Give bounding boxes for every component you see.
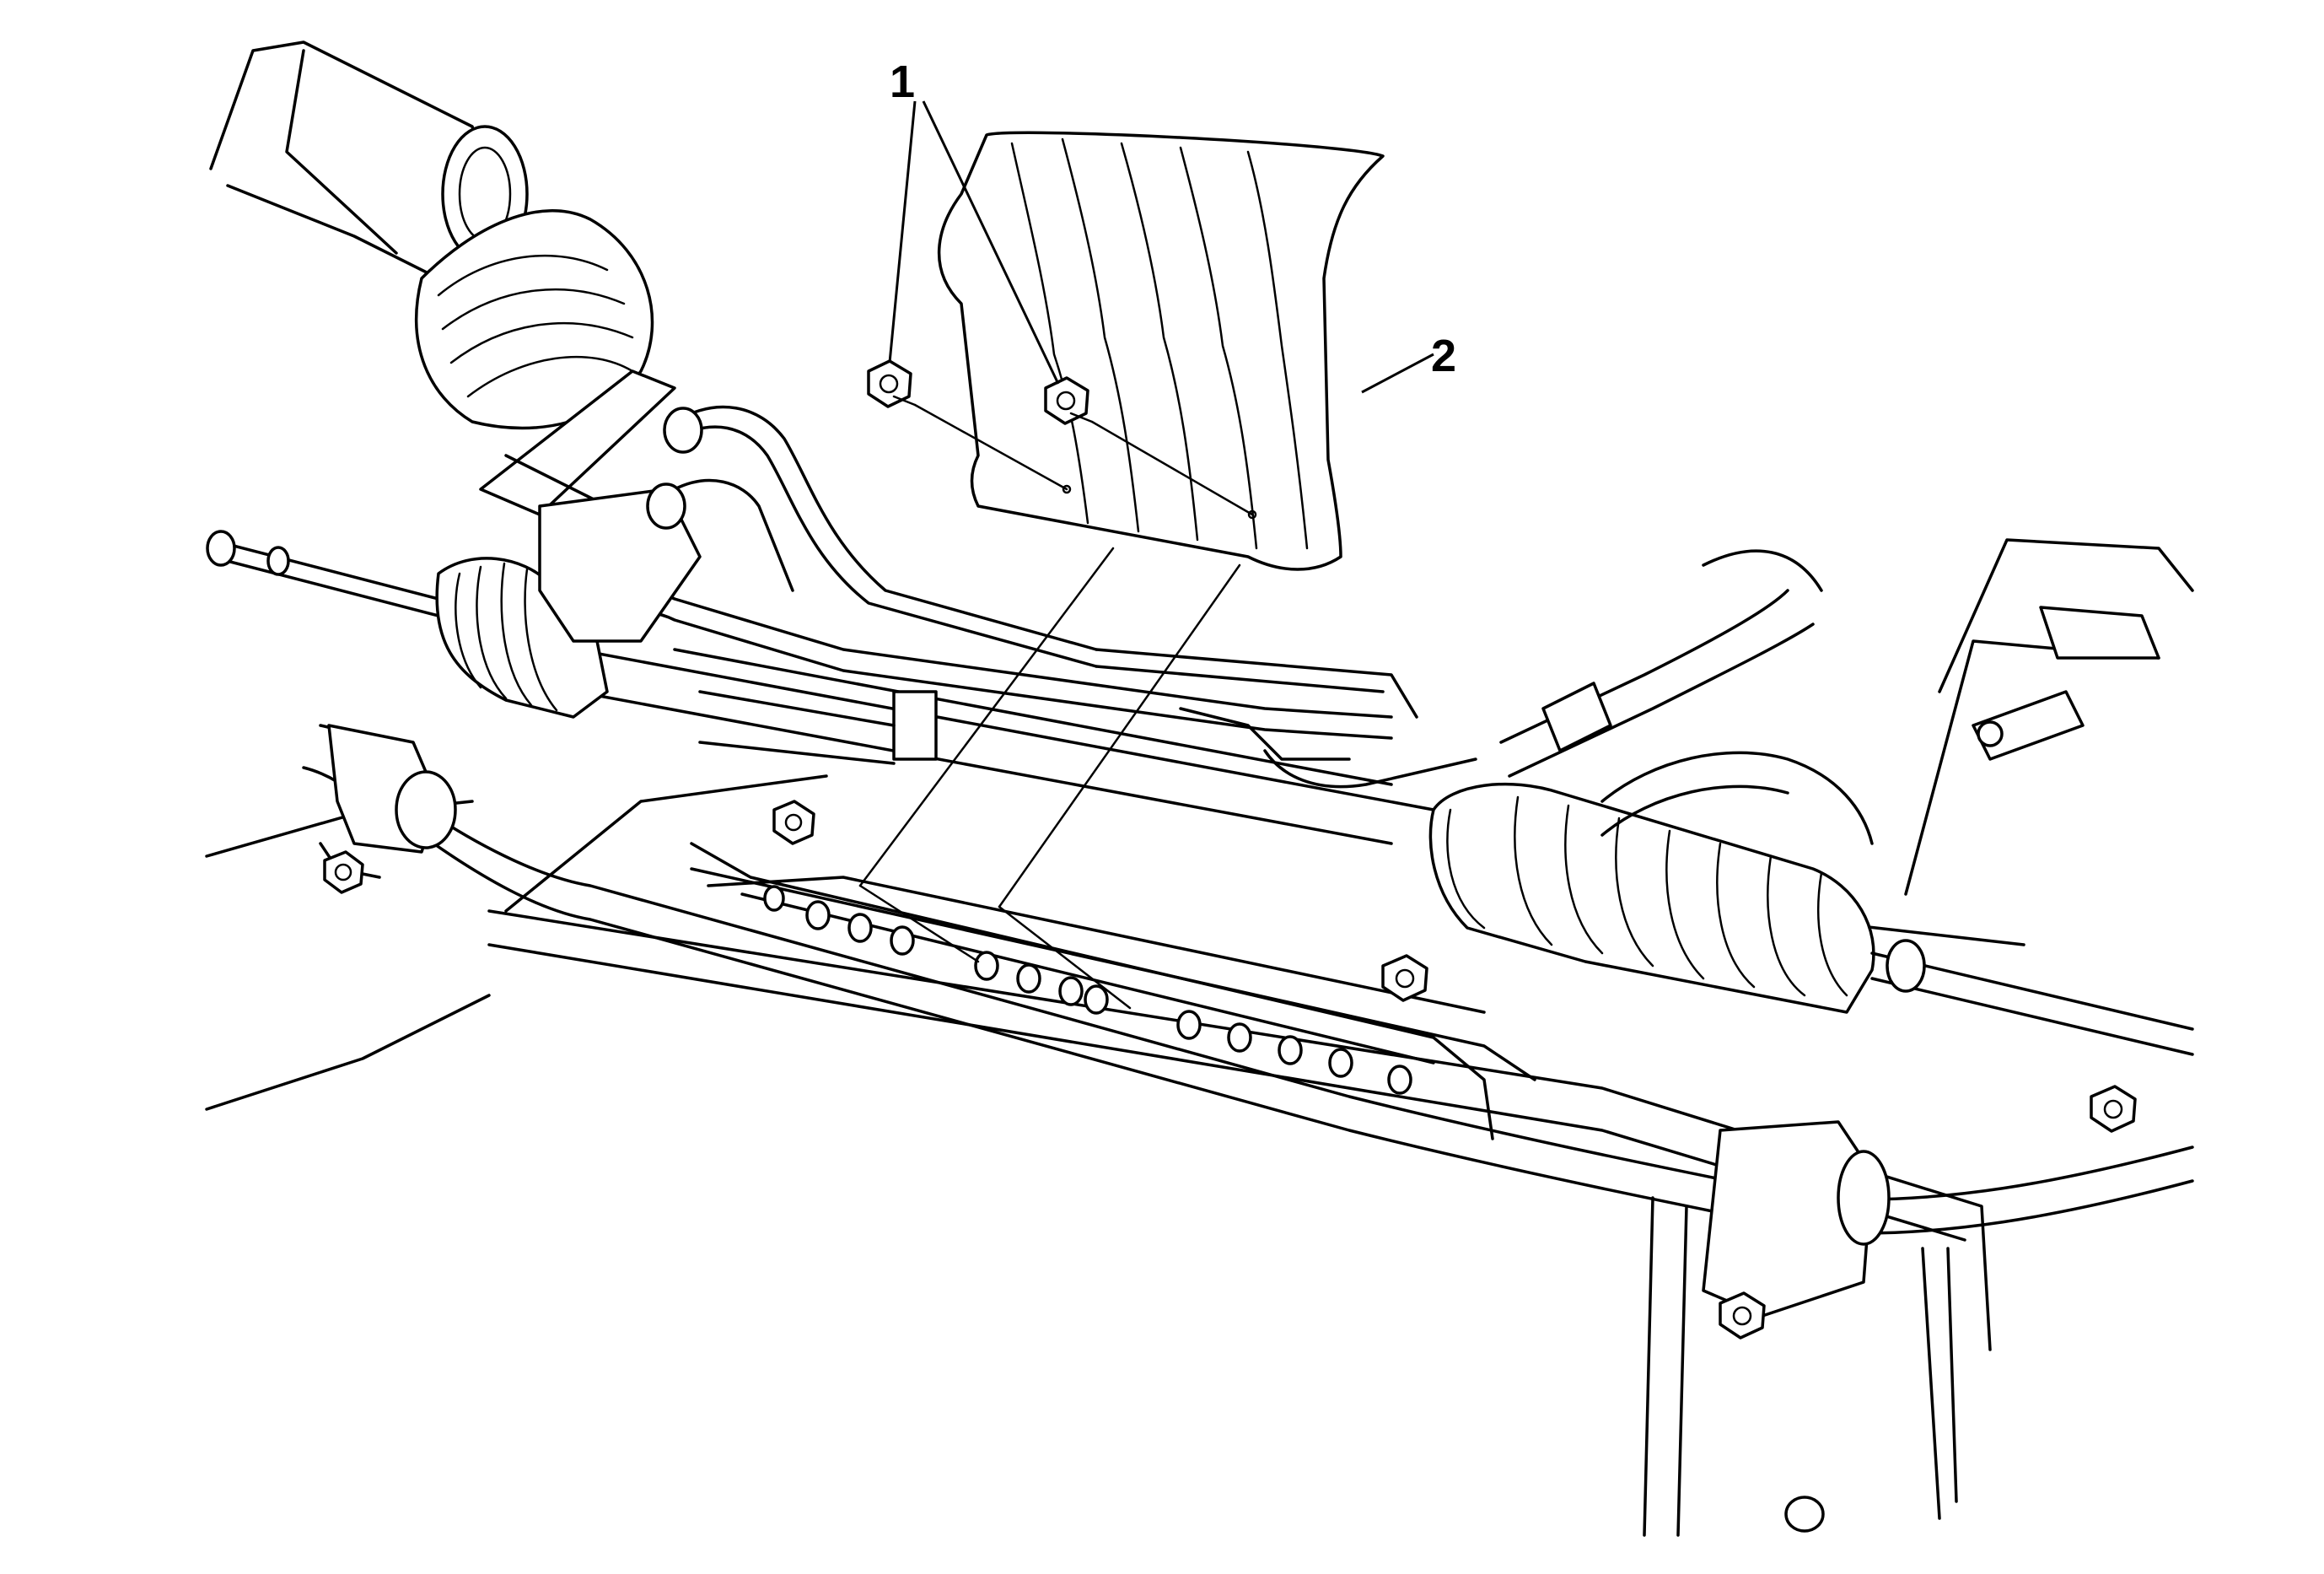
floor-hole: [1784, 1496, 1825, 1533]
bracket-holes: [763, 885, 1412, 1095]
pressure-hose: [1499, 549, 1874, 845]
left-tie-rod: [206, 530, 440, 617]
right-frame-rail: [1904, 538, 2194, 896]
right-tie-rod: [1870, 939, 2194, 1056]
rack-bracket-bolt-right: [1381, 954, 1428, 1002]
right-bolt: [1719, 1291, 1766, 1340]
right-stabilizer-bushing: [1702, 1120, 1891, 1318]
heat-shield: [937, 131, 1385, 571]
valve-housing: [538, 407, 703, 643]
callout-2: 2: [1431, 331, 1456, 381]
left-stabilizer-bushing: [319, 724, 457, 879]
installation-lines: [858, 403, 1254, 1010]
left-bolt: [323, 850, 364, 894]
column-boot: [415, 209, 654, 430]
callout-1: 1: [890, 57, 915, 107]
right-rack-boot: [1428, 782, 1875, 1014]
bolt-1b: [1044, 376, 1094, 425]
lower-right-bolt: [2090, 1085, 2137, 1133]
bolt-1a: [867, 359, 917, 408]
rack-bracket-bolt-left: [772, 800, 815, 845]
steering-rack-tube: [530, 639, 1435, 845]
callout-leaders: [888, 100, 1434, 394]
rack-mounting-bracket: [690, 842, 1494, 1140]
